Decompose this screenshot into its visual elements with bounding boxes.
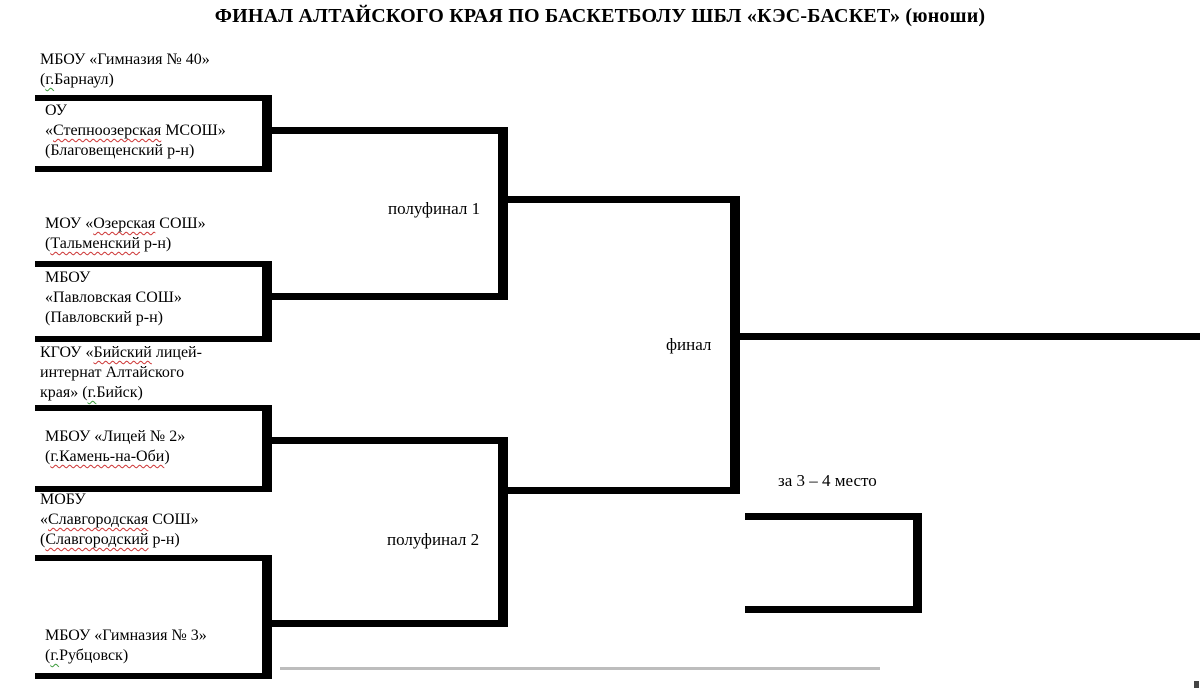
team-line: МБОУ «Гимназия № 3» [45,627,207,644]
pair3-connector-line [262,405,272,492]
pair4-winner-line [272,620,508,627]
page-title: ФИНАЛ АЛТАЙСКОГО КРАЯ ПО БАСКЕТБОЛУ ШБЛ … [214,5,986,27]
pair3-top-line [35,405,272,411]
team-entry-8: МБОУ «Гимназия № 3» (г.Рубцовск) [45,626,207,666]
team-entry-6: МБОУ «Лицей № 2» (г.Камень-на-Оби) [45,427,185,467]
team-line: (Славгородский р-н) [40,531,180,548]
pair2-top-line [35,261,272,267]
team-line: (г.Камень-на-Оби) [45,448,170,465]
final-winner-line [740,333,1200,340]
semifinal1-label: полуфинал 1 [388,199,481,218]
team-line: «Степноозерская МСОШ» [45,122,226,139]
third-place-connector-line [913,513,922,613]
final-connector-line [730,196,740,494]
pair2-winner-line [272,293,508,300]
team-line: МБОУ «Гимназия № 40» [40,51,210,68]
third-place-top-line [745,513,922,520]
team-line: (г.Рубцовск) [45,647,129,664]
team-line: интернат Алтайского [40,364,185,381]
team-line: МБОУ «Лицей № 2» [45,428,186,445]
team-entry-5: КГОУ «Бийский лицей- интернат Алтайского… [40,343,202,403]
team-line: МОБУ [40,491,86,508]
semifinal1-winner-line [508,196,738,203]
pair4-top-line [35,555,272,561]
pair1-winner-line [272,127,508,134]
pair1-top-line [35,95,272,101]
semifinal2-connector-line [498,437,508,627]
pair4-connector-line [262,555,272,679]
team-entry-3: МОУ «Озерская СОШ» (Тальменский р-н) [45,214,206,254]
faint-bottom-line [280,667,880,670]
third-place-label: за 3 – 4 место [778,471,877,490]
semifinal1-connector-line [498,127,508,300]
pair3-winner-line [272,437,508,444]
pair1-bottom-line [35,166,272,172]
semifinal2-winner-line [508,487,738,494]
team-line: ОУ [45,102,67,119]
pair2-connector-line [262,261,272,342]
team-line: «Славгородская СОШ» [40,511,199,528]
pair2-bottom-line [35,336,272,342]
team-entry-4: МБОУ «Павловская СОШ» (Павловский р-н) [45,268,182,328]
final-label: финал [666,335,712,354]
semifinal2-label: полуфинал 2 [387,530,480,549]
team-entry-2: ОУ «Степноозерская МСОШ» (Благовещенский… [45,101,226,161]
team-line: МБОУ [45,269,91,286]
team-line: МОУ «Озерская СОШ» [45,215,206,232]
team-line: «Павловская СОШ» [45,289,182,306]
team-line: (Павловский р-н) [45,309,163,326]
team-line: КГОУ «Бийский лицей- [40,344,202,361]
pair4-bottom-line [35,673,272,679]
pair1-connector-line [262,95,272,172]
team-line: (г.Барнаул) [40,71,114,88]
corner-fragment [1194,681,1199,688]
team-line: (Благовещенский р-н) [45,142,195,159]
third-place-bottom-line [745,606,922,613]
team-entry-1: МБОУ «Гимназия № 40» (г.Барнаул) [40,50,210,90]
team-entry-7: МОБУ «Славгородская СОШ» (Славгородский … [40,490,199,550]
pair3-bottom-line [35,486,272,492]
team-line: (Тальменский р-н) [45,235,172,252]
team-line: края» (г.Бийск) [40,384,143,401]
